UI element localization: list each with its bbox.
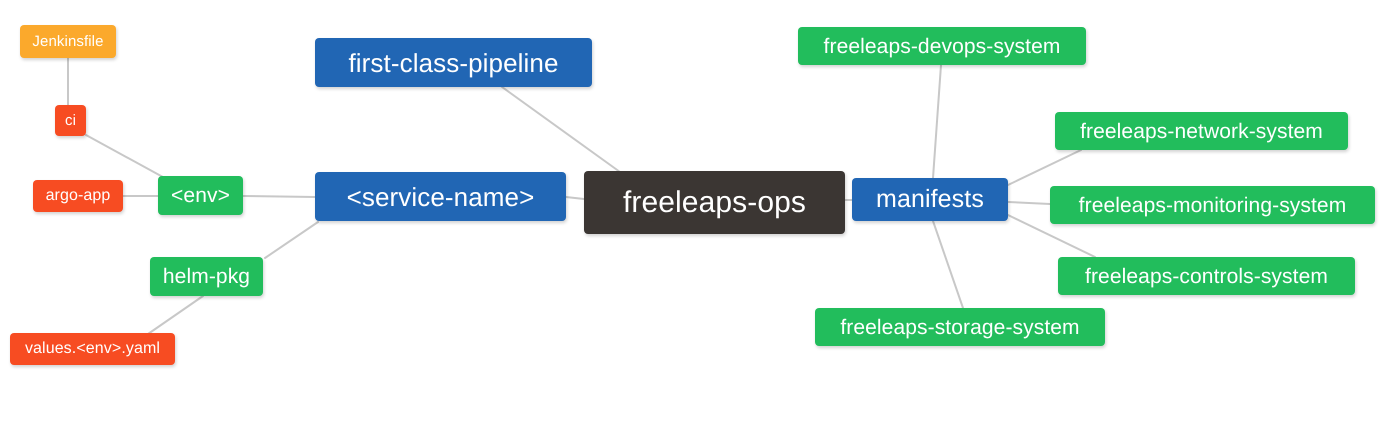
edge-env-to-service-name — [242, 195, 316, 198]
node-label-ci: ci — [64, 112, 77, 129]
node-freeleaps-monitoring-system[interactable]: freeleaps-monitoring-system — [1050, 186, 1375, 224]
node-label-jenkinsfile: Jenkinsfile — [32, 33, 104, 50]
edge-service-name-to-freeleaps-ops — [565, 196, 585, 200]
node-first-class-pipeline[interactable]: first-class-pipeline — [315, 38, 592, 87]
node-label-helm-pkg: helm-pkg — [162, 265, 251, 288]
node-label-freeleaps-storage-system: freeleaps-storage-system — [840, 315, 1080, 339]
node-label-freeleaps-network-system: freeleaps-network-system — [1080, 119, 1323, 143]
node-label-env: <env> — [171, 184, 230, 207]
node-label-freeleaps-monitoring-system: freeleaps-monitoring-system — [1078, 193, 1347, 217]
node-ci[interactable]: ci — [55, 105, 86, 136]
node-env[interactable]: <env> — [158, 176, 243, 215]
node-manifests[interactable]: manifests — [852, 178, 1008, 221]
edge-first-class-pipeline-to-freeleaps-ops — [501, 86, 621, 173]
node-label-values-env-yaml: values.<env>.yaml — [24, 340, 161, 357]
node-freeleaps-ops[interactable]: freeleaps-ops — [584, 171, 845, 234]
node-label-freeleaps-devops-system: freeleaps-devops-system — [823, 34, 1061, 58]
node-freeleaps-storage-system[interactable]: freeleaps-storage-system — [815, 308, 1105, 346]
edge-manifests-to-freeleaps-devops-system — [932, 64, 942, 179]
node-label-first-class-pipeline: first-class-pipeline — [348, 47, 559, 78]
node-label-manifests: manifests — [876, 185, 984, 213]
edge-ci-to-env — [85, 134, 173, 183]
node-jenkinsfile[interactable]: Jenkinsfile — [20, 25, 116, 58]
node-service-name[interactable]: <service-name> — [315, 172, 566, 221]
edge-values-env-yaml-to-helm-pkg — [147, 295, 204, 335]
node-label-argo-app: argo-app — [45, 187, 111, 204]
node-freeleaps-devops-system[interactable]: freeleaps-devops-system — [798, 27, 1086, 65]
node-label-freeleaps-controls-system: freeleaps-controls-system — [1085, 264, 1328, 288]
node-argo-app[interactable]: argo-app — [33, 180, 123, 212]
edge-helm-pkg-to-service-name — [264, 221, 319, 259]
edge-manifests-to-freeleaps-monitoring-system — [1007, 201, 1051, 205]
edge-manifests-to-freeleaps-network-system — [1007, 149, 1082, 186]
node-helm-pkg[interactable]: helm-pkg — [150, 257, 263, 296]
node-label-service-name: <service-name> — [346, 181, 535, 212]
node-freeleaps-network-system[interactable]: freeleaps-network-system — [1055, 112, 1348, 150]
edge-manifests-to-freeleaps-storage-system — [932, 220, 964, 309]
node-freeleaps-controls-system[interactable]: freeleaps-controls-system — [1058, 257, 1355, 295]
node-label-freeleaps-ops: freeleaps-ops — [622, 185, 807, 219]
node-values-env-yaml[interactable]: values.<env>.yaml — [10, 333, 175, 365]
